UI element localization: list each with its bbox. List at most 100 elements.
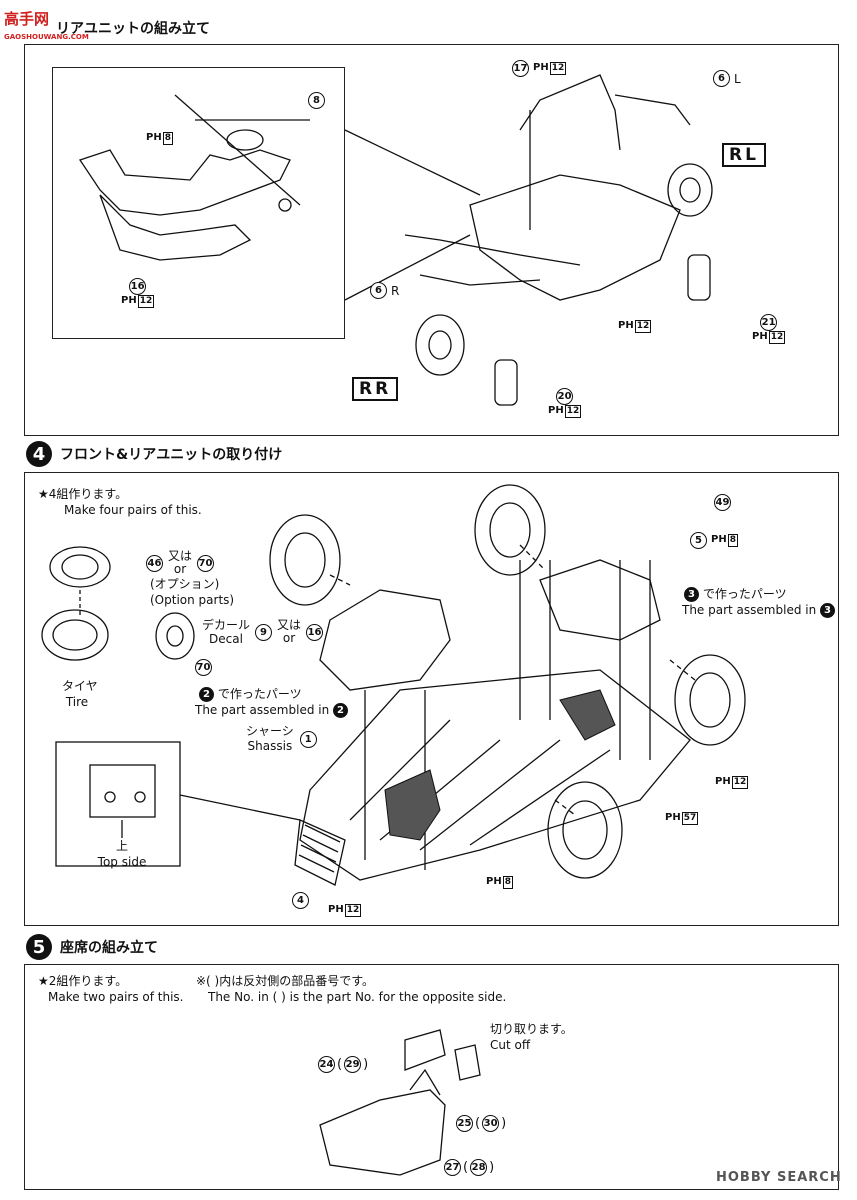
paren-open: ( [475, 1116, 481, 1131]
side-left: L [734, 71, 741, 86]
ph-number: 57 [681, 812, 699, 825]
ph-text: PH [618, 320, 634, 331]
ph-text: PH [711, 534, 727, 545]
or-en: or [282, 631, 296, 645]
paren-open: ( [337, 1057, 343, 1072]
side-right: R [391, 283, 400, 298]
step-title: 座席の組み立て [60, 940, 158, 956]
part-21-number: 21 [760, 314, 778, 331]
part-8-label: 8 [308, 88, 325, 109]
cut-jp: 切り取ります。 [490, 1022, 573, 1036]
ph-number: 12 [731, 776, 749, 789]
from2-en: The part assembled in [195, 703, 330, 717]
part-30-number: 30 [482, 1115, 500, 1132]
part-29-number: 29 [344, 1056, 362, 1073]
part-70-option: 70 [195, 655, 212, 676]
or-jp: 又は [277, 618, 302, 632]
part-from-step-2: 2 で作ったパーツ The part assembled in 2 [195, 686, 349, 718]
part-49-label: 49 [714, 490, 731, 511]
part-70-number: 70 [197, 554, 215, 572]
ph-text: PH [752, 331, 768, 342]
part-25-number: 25 [456, 1115, 473, 1132]
ph-text: PH [146, 132, 162, 143]
site-watermark: 高手网 GAOSHOUWANG.COM [4, 8, 89, 42]
paren-close: ) [489, 1160, 495, 1175]
from3-en: The part assembled in [682, 603, 817, 617]
option-en: (Option parts) [150, 593, 235, 607]
part-27-28-label: 27 ( 28 ) [444, 1159, 494, 1176]
or-en: or [173, 562, 187, 576]
part-46-number: 46 [146, 554, 163, 572]
ph-number: 12 [564, 405, 582, 418]
ph-number: 12 [137, 295, 155, 308]
ph-text: PH [533, 62, 549, 73]
note-en: Make two pairs of this. [48, 990, 184, 1004]
step-rear-unit-frame [24, 44, 839, 436]
step-number-badge: 4 [26, 441, 52, 467]
chassis-jp: シャーシ [246, 724, 294, 738]
ph-text: PH [486, 876, 502, 887]
part-6l-label: 6 L [713, 70, 741, 87]
option-parts-label: (オプション) (Option parts) [150, 576, 234, 608]
part-8-number: 8 [308, 92, 325, 109]
ph-number: 8 [162, 132, 173, 145]
top-en: Top side [97, 855, 147, 869]
ph-number: 12 [768, 331, 786, 344]
part-6-number: 6 [370, 282, 387, 299]
step-title: フロント&リアユニットの取り付け [60, 447, 283, 463]
step-5-note: ★2組作ります。 Make two pairs of this. [38, 973, 184, 1005]
chassis-en: Shassis [247, 739, 293, 753]
part-24-29-label: 24 ( 29 ) [318, 1056, 368, 1073]
ph-number: 12 [634, 320, 652, 333]
tag-rear-left: RL [722, 143, 766, 167]
ph-text: PH [548, 405, 564, 416]
paren-close: ) [501, 1116, 507, 1131]
decal-jp: デカール [202, 618, 251, 632]
part-49-number: 49 [714, 494, 731, 511]
decal-en: Decal [209, 632, 243, 646]
part-from-step-3: 3 で作ったパーツ The part assembled in 3 [682, 586, 836, 618]
part-17-number: 17 [512, 60, 529, 77]
paren-close: ) [363, 1057, 369, 1072]
tire-label: タイヤ Tire [62, 678, 98, 710]
part-6r-label: 6 R [370, 282, 399, 299]
step-5-frame [24, 964, 839, 1190]
part-25-30-label: 25 ( 30 ) [456, 1115, 506, 1132]
step-4-frame [24, 472, 839, 926]
ph-number: 12 [344, 904, 362, 917]
part-24-number: 24 [318, 1056, 335, 1073]
part-16-number: 16 [129, 278, 147, 295]
cut-off-label: 切り取ります。 Cut off [490, 1021, 573, 1053]
part-70-number: 70 [195, 659, 212, 676]
top-side-label: 上 Top side [90, 838, 154, 870]
step-4-header: 4 フロント&リアユニットの取り付け [26, 441, 282, 467]
part-20-number: 20 [556, 388, 574, 405]
step-4-note: ★4組作ります。 Make four pairs of this. [38, 486, 202, 518]
ph-number: 12 [549, 62, 567, 75]
note-en: Make four pairs of this. [64, 503, 202, 517]
watermark-main: 高手网 [4, 10, 50, 28]
tag-rear-right: RR [352, 377, 399, 401]
step-title: リアユニットの組み立て [56, 21, 210, 37]
part-16-number: 16 [306, 623, 324, 641]
step-3-badge: 3 [684, 587, 699, 602]
ph-text: PH [328, 904, 344, 915]
hobby-search-watermark: HOBBY SEARCH [716, 1170, 842, 1185]
